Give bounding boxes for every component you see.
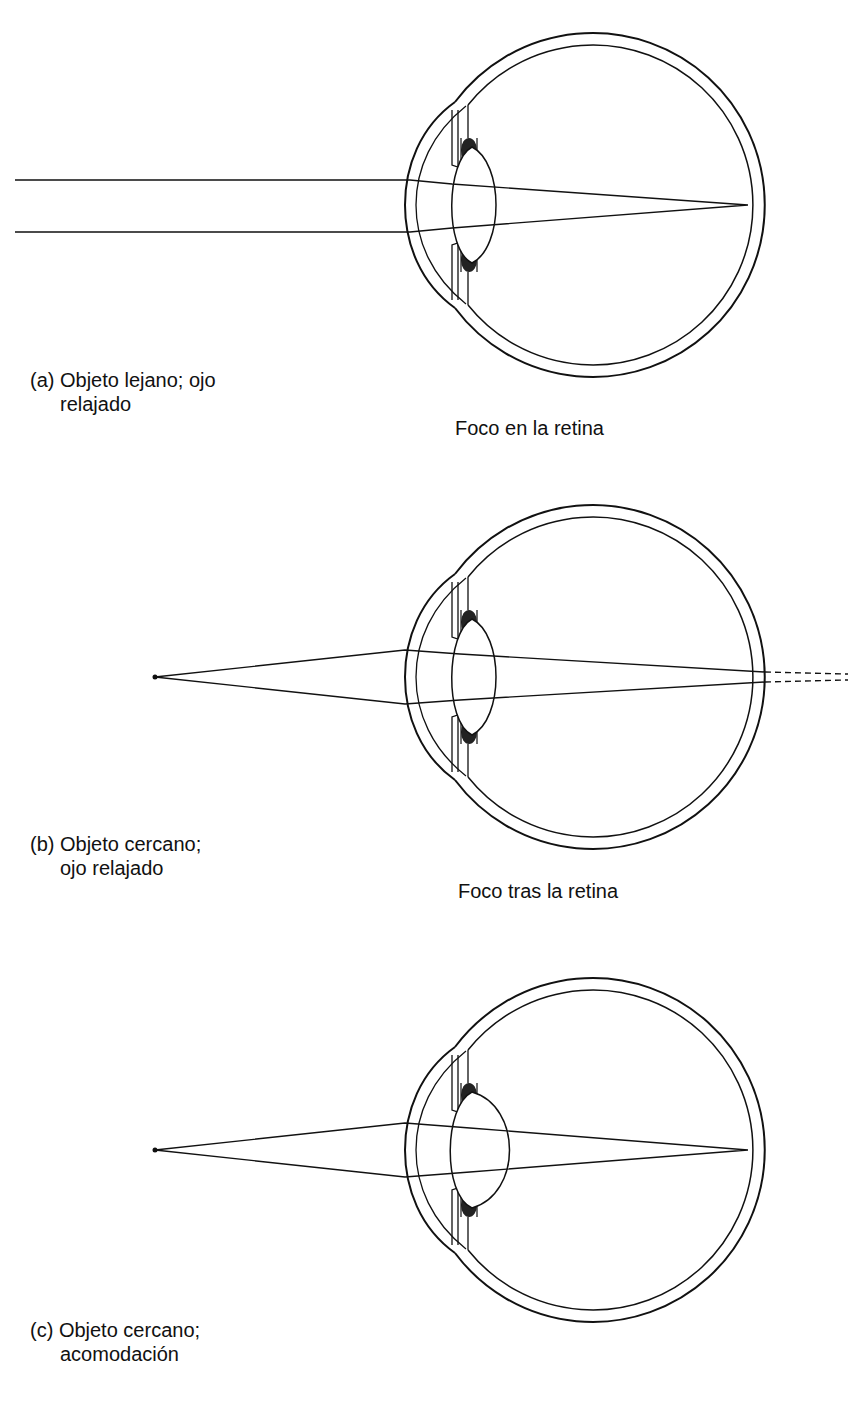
light-ray <box>155 1123 748 1177</box>
panel-caption: (b) Objeto cercano; ojo relajado <box>30 832 218 880</box>
eye-c <box>153 978 765 1322</box>
panel-caption: (c) Objeto cercano; acomodación <box>30 1318 218 1366</box>
virtual-ray <box>765 672 848 682</box>
light-ray <box>155 650 765 704</box>
panel-caption: (a) Objeto lejano; ojo relajado <box>30 368 218 416</box>
focus-label: Foco tras la retina <box>458 879 618 903</box>
focus-label: Foco en la retina <box>455 416 604 440</box>
eye-a <box>15 33 765 377</box>
eye-b <box>153 505 849 849</box>
light-ray <box>15 180 748 232</box>
